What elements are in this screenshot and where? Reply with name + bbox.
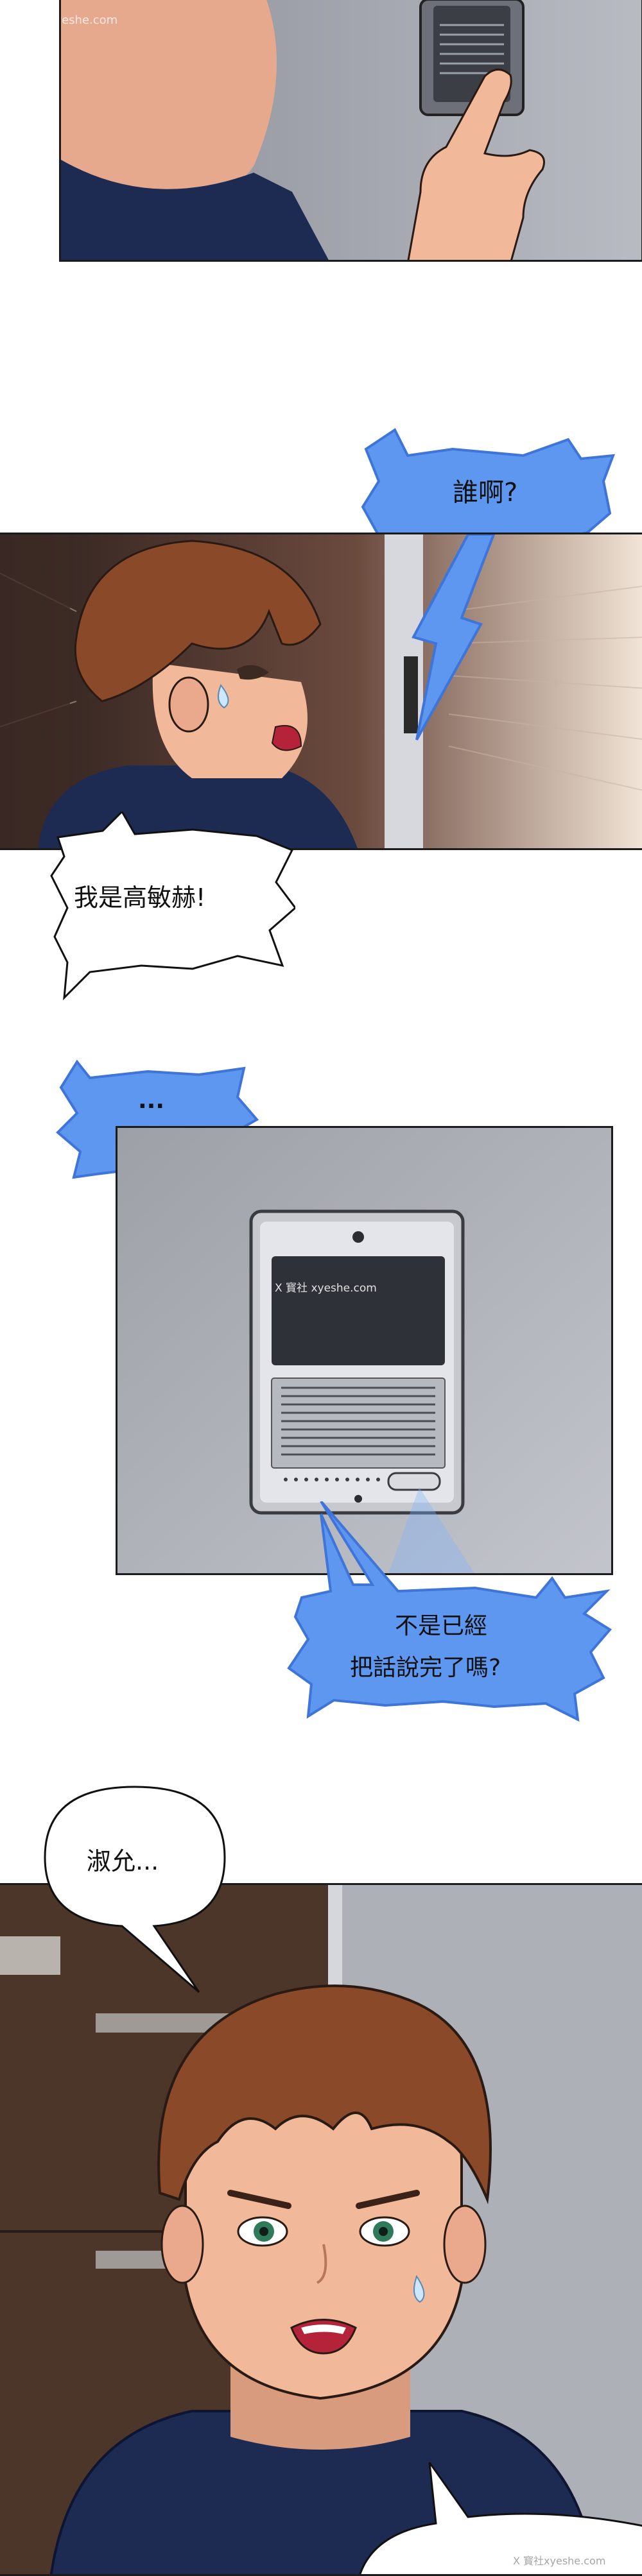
- speech-bubble-bottom-fragment: [359, 2462, 642, 2574]
- panel-man-frowning-art: [0, 1885, 642, 2574]
- speech-bubble-shuyun: 淑允...: [39, 1784, 231, 1995]
- speech-bubble-name-shape: [50, 810, 297, 1000]
- dialog-already-said-line1: 不是已經: [395, 1613, 488, 1639]
- panel-man-frowning: X 寳社xyeshe.com: [0, 1883, 642, 2576]
- panel-man-speaking-art: [0, 534, 642, 848]
- speech-bubble-already-said-shape: [287, 1500, 612, 1722]
- panel-intercom-press: X 寳社 xyeshe.com: [59, 0, 642, 262]
- panel-man-speaking: [0, 533, 642, 850]
- watermark-top-left: X 寳社 xyeshe.com: [61, 13, 118, 27]
- dialog-already-said-line2: 把話說完了嗎?: [350, 1655, 501, 1681]
- speech-bubble-already-said: 不是已經 把話說完了嗎?: [282, 1500, 616, 1732]
- watermark-center: X 寳社 xyeshe.com: [275, 1282, 377, 1295]
- panel-intercom-press-art: [61, 0, 641, 260]
- blue-lightning-tail: [412, 534, 496, 740]
- watermark-bottom-right: X 寳社xyeshe.com: [513, 2555, 606, 2567]
- dialog-ellipsis: ...: [138, 1088, 165, 1114]
- speech-bubble-shuyun-shape: [44, 1786, 226, 1993]
- dialog-shuyun: 淑允...: [87, 1847, 159, 1875]
- speech-bubble-name: 我是高敏赫!: [45, 810, 297, 1004]
- panel-intercom-closeup-art: [117, 1128, 611, 1573]
- panel-intercom-closeup: X 寳社 xyeshe.com: [116, 1126, 613, 1575]
- dialog-its-me: 我是高敏赫!: [74, 883, 206, 912]
- dialog-who-is-it: 誰啊?: [453, 478, 518, 508]
